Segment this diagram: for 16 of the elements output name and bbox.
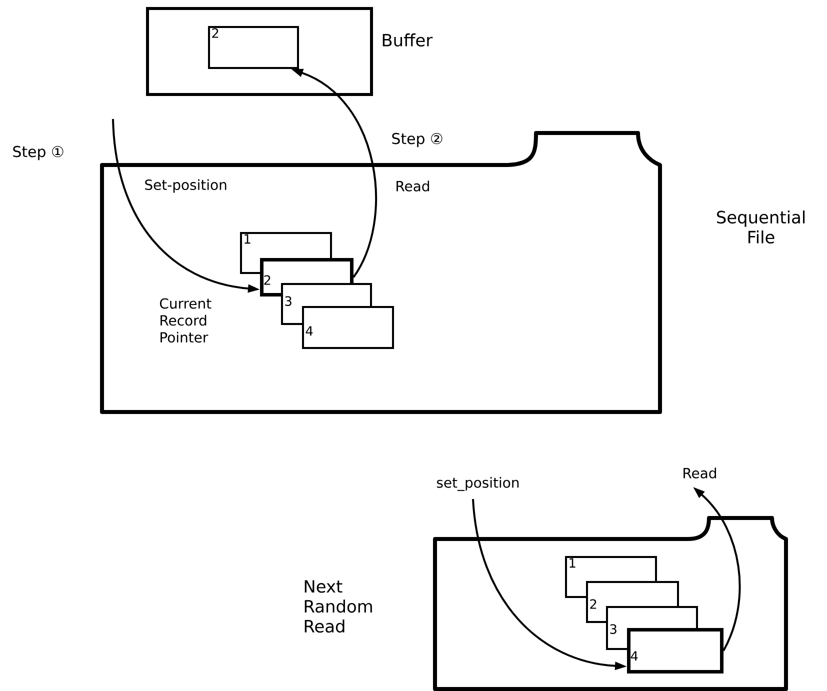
record-box: 4: [302, 306, 394, 349]
text-label: Sequential File: [717, 210, 805, 244]
file-folder: [433, 516, 788, 691]
record-box: 2: [208, 26, 299, 69]
text-label: Current Record Pointer: [160, 298, 212, 343]
edge-label: Read: [681, 466, 718, 480]
text-label: Next Random Read: [304, 580, 372, 633]
edge-label: Set-position: [143, 178, 228, 194]
file-folder: [100, 131, 662, 414]
edge-label: Read: [394, 180, 432, 192]
text-label: Buffer: [382, 33, 433, 47]
buffer-box: [146, 7, 373, 96]
text-label: Step ②: [392, 132, 442, 148]
record-box: 4: [627, 628, 724, 674]
text-label: Step ①: [13, 146, 64, 160]
edge-label: set_position: [435, 476, 521, 492]
